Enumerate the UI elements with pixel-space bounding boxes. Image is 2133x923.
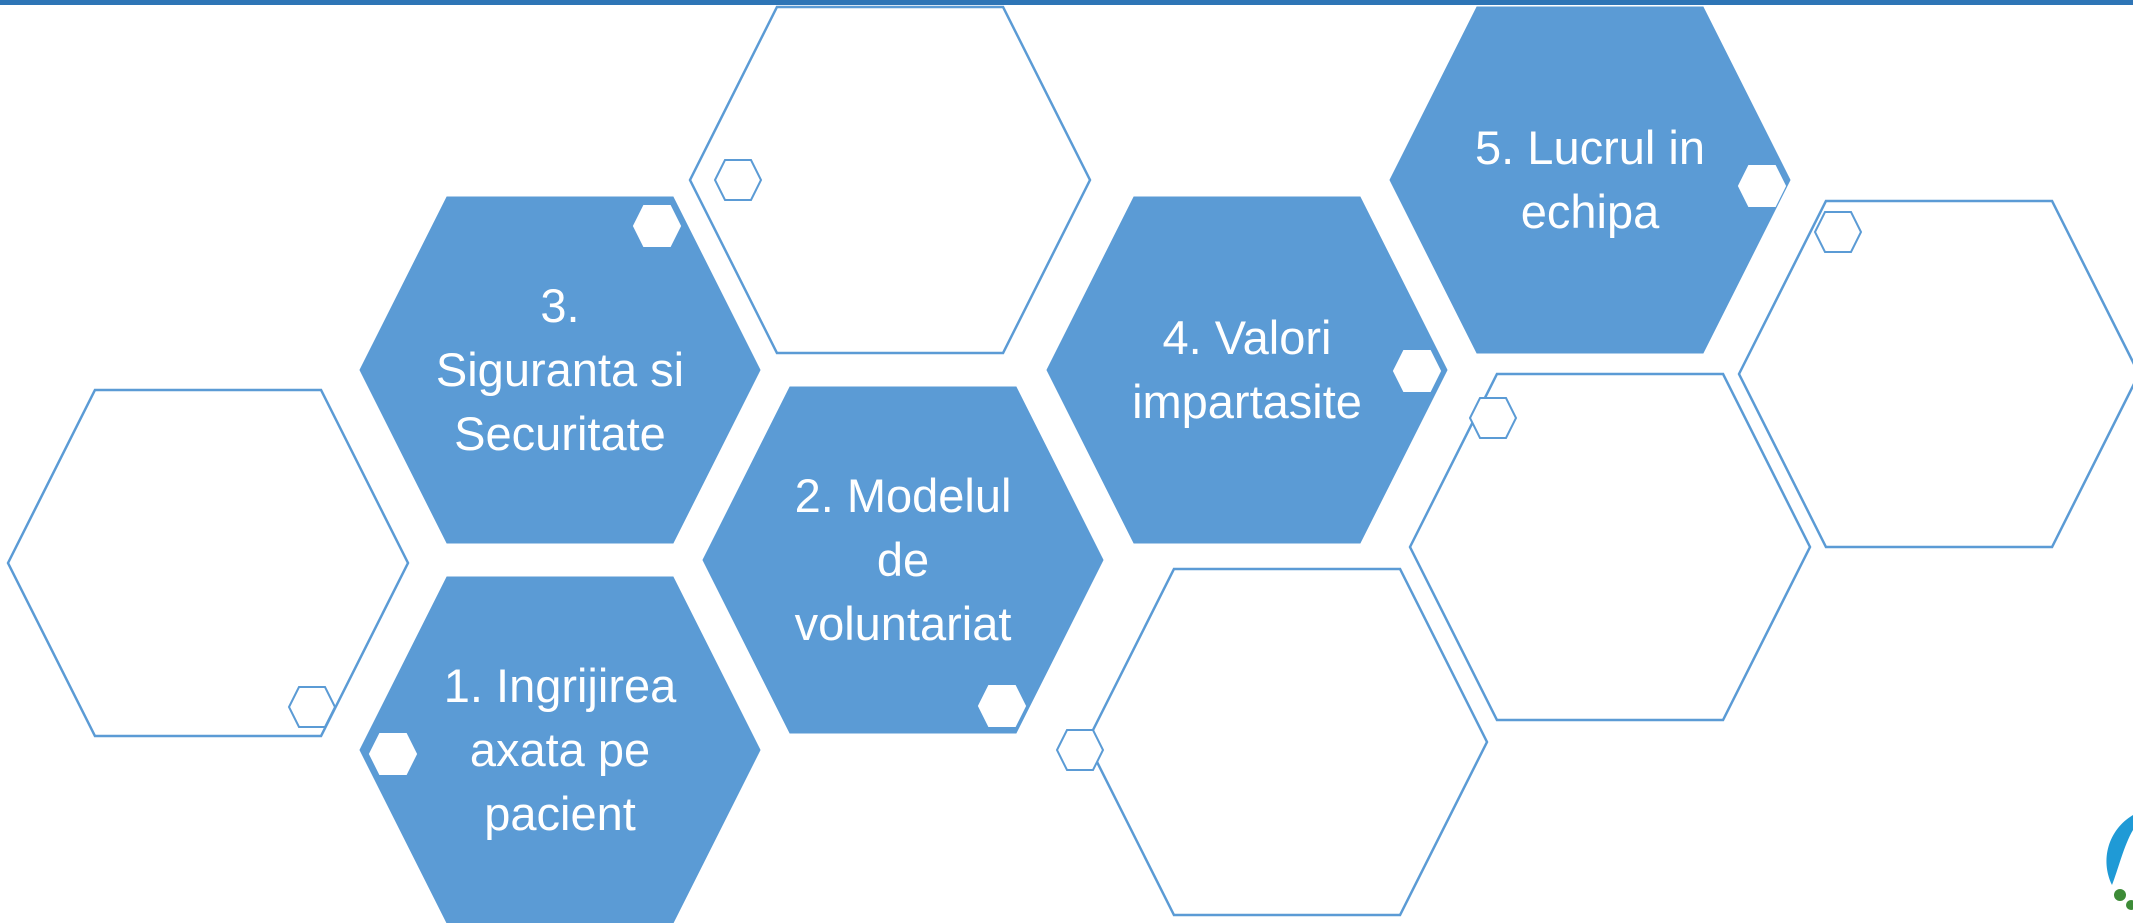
hex-label-teamwork: 5. Lucrul in echipa bbox=[1475, 121, 1705, 238]
hexagon-shared-values bbox=[1046, 196, 1448, 544]
small-hexagon-icon bbox=[368, 733, 418, 775]
small-hexagon-outline-icon bbox=[1055, 729, 1105, 771]
hexagon-teamwork bbox=[1389, 6, 1791, 354]
hex-label-patient-centered-care: 1. Ingrijirea axata pe pacient bbox=[443, 659, 677, 840]
top-accent-bar bbox=[0, 0, 2133, 5]
logo-icon bbox=[2106, 815, 2133, 910]
small-hexagon-outline-icon bbox=[713, 159, 763, 201]
hexagon-patient-centered-care bbox=[359, 576, 761, 923]
empty-hexagon bbox=[6, 388, 410, 738]
hexagon-volunteering-model bbox=[702, 386, 1104, 734]
small-hexagon-icon bbox=[1392, 350, 1442, 392]
empty-hexagon bbox=[1085, 567, 1489, 917]
hex-label-safety-security: 3. Siguranta si Securitate bbox=[435, 279, 685, 460]
empty-hexagon bbox=[1737, 199, 2133, 549]
small-hexagon-icon bbox=[1737, 165, 1787, 207]
small-hexagon-outline-icon bbox=[287, 686, 337, 728]
small-hexagon-icon bbox=[977, 685, 1027, 727]
hexagon-safety-security bbox=[359, 196, 761, 544]
small-hexagon-outline-icon bbox=[1468, 397, 1518, 439]
hex-label-shared-values: 4. Valori impartasite bbox=[1132, 311, 1362, 428]
logo-leaf-icon bbox=[2114, 889, 2126, 901]
empty-hexagon bbox=[688, 5, 1092, 355]
hex-label-volunteering-model: 2. Modelul de voluntariat bbox=[794, 469, 1012, 650]
small-hexagon-icon bbox=[632, 205, 682, 247]
logo-leaf-icon bbox=[2126, 900, 2133, 910]
logo-drop-icon bbox=[2106, 815, 2133, 885]
small-hexagon-outline-icon bbox=[1813, 211, 1863, 253]
empty-hexagon bbox=[1408, 372, 1812, 722]
